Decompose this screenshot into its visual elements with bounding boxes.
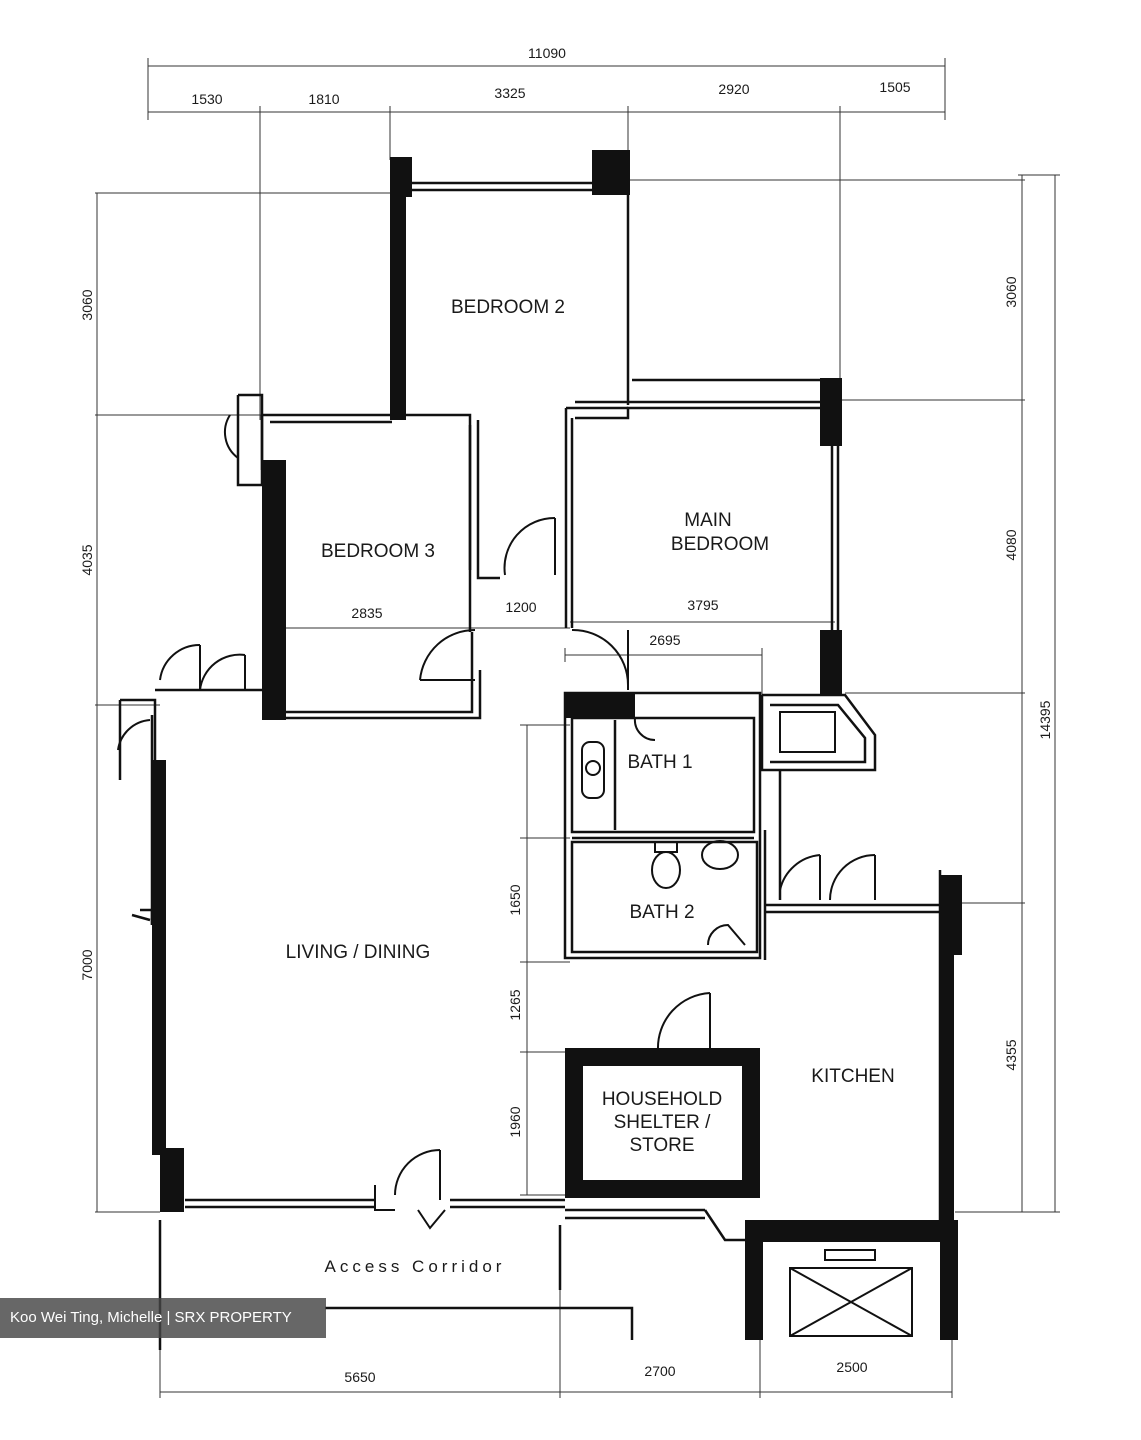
label-bath-2: BATH 2 xyxy=(629,902,694,923)
label-bedroom-3: BEDROOM 3 xyxy=(321,541,435,562)
dimension-labels: 11090 1530 1810 3325 2920 1505 3060 4035… xyxy=(79,45,1053,1385)
dim-top-3: 3325 xyxy=(494,85,525,101)
dim-bottom-2: 2700 xyxy=(644,1363,675,1379)
dim-left-3: 7000 xyxy=(79,949,95,980)
dim-bottom-1: 5650 xyxy=(344,1369,375,1385)
label-shelter-line1: HOUSEHOLD xyxy=(602,1089,722,1110)
label-bath-1-line1: BATH 1 xyxy=(627,752,692,773)
dim-top-4: 2920 xyxy=(718,81,749,97)
dim-top-1: 1530 xyxy=(191,91,222,107)
dim-mid-2: 1650 xyxy=(507,884,523,915)
dim-mid-4: 1960 xyxy=(507,1106,523,1137)
fixtures xyxy=(581,711,836,889)
label-main-bedroom-line1: MAIN xyxy=(684,510,732,531)
dim-corridor-width: 1200 xyxy=(505,599,536,615)
dim-top-5: 1505 xyxy=(879,79,910,95)
thick-walls xyxy=(152,150,962,1340)
label-access-corridor: Access Corridor xyxy=(325,1257,506,1276)
label-bedroom-2: BEDROOM 2 xyxy=(451,297,565,318)
dim-bottom-3: 2500 xyxy=(836,1359,867,1375)
dim-left-2: 4035 xyxy=(79,544,95,575)
dim-left-1: 3060 xyxy=(79,289,95,320)
thin-walls xyxy=(118,180,945,1350)
dim-right-1: 3060 xyxy=(1003,276,1019,307)
dimension-lines xyxy=(95,58,1060,1398)
watermark: Koo Wei Ting, Michelle | SRX PROPERTY xyxy=(0,1298,326,1338)
dim-right-4: 4355 xyxy=(1003,1039,1019,1070)
dim-top-2: 1810 xyxy=(308,91,339,107)
label-main-bedroom-line2: BEDROOM xyxy=(671,534,769,555)
dim-bedroom3-width: 2835 xyxy=(351,605,382,621)
label-living-dining: LIVING / DINING xyxy=(286,942,431,963)
label-shelter-line2: SHELTER / xyxy=(614,1112,712,1133)
dim-right-2: 4080 xyxy=(1003,529,1019,560)
dim-right-total: 14395 xyxy=(1037,700,1053,739)
dim-bath-width: 2695 xyxy=(649,632,680,648)
doors xyxy=(117,414,913,1337)
dim-mid-3: 1265 xyxy=(507,989,523,1020)
room-labels: BEDROOM 2 BEDROOM 3 MAIN BEDROOM LIVING … xyxy=(286,297,895,1276)
label-kitchen: KITCHEN xyxy=(811,1066,894,1087)
dim-main-bedroom-width: 3795 xyxy=(687,597,718,613)
dim-top-total: 11090 xyxy=(528,45,566,61)
label-shelter-line3: STORE xyxy=(629,1135,694,1156)
